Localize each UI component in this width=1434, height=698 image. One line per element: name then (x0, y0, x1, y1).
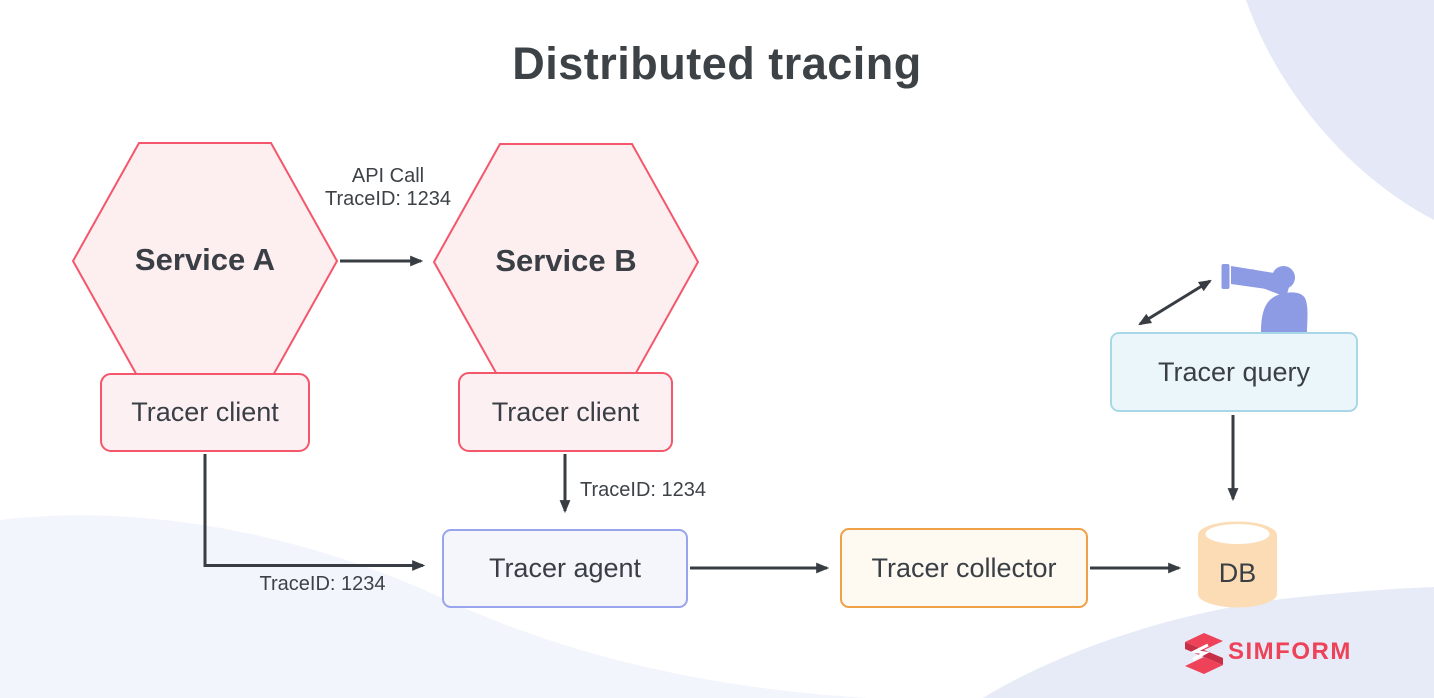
arrow-client-a-to-agent (203, 454, 426, 571)
diagram-arrows (203, 255, 1239, 574)
blob-bottom-left (0, 515, 868, 698)
api-call-edge-label: API Call TraceID: 1234 (288, 165, 488, 211)
arrow-query-observer-bidirectional (1138, 279, 1212, 326)
db-label: DB (1218, 558, 1257, 588)
service-b-label: Service B (495, 243, 637, 278)
trace-id-label-client-a: TraceID: 1234 (259, 573, 386, 595)
tracer-collector-box: Tracer collector (840, 528, 1088, 608)
simform-logo-icon (1185, 633, 1223, 674)
blob-top-right (1246, 0, 1434, 220)
page-title: Distributed tracing (512, 38, 922, 89)
simform-logo-text: SIMFORM (1228, 638, 1352, 665)
api-call-label-line1: API Call (351, 165, 425, 187)
tracer-agent-box: Tracer agent (442, 529, 688, 608)
trace-id-label-client-b: TraceID: 1234 (580, 479, 706, 501)
service-a-label: Service A (134, 242, 276, 277)
tracer-client-b-box: Tracer client (458, 372, 673, 452)
tracer-query-box: Tracer query (1110, 332, 1358, 412)
database-cylinder-icon (1198, 521, 1277, 608)
api-call-label-line2: TraceID: 1234 (325, 188, 451, 210)
tracer-client-a-box: Tracer client (100, 373, 310, 452)
observer-telescope-icon (1221, 264, 1308, 333)
